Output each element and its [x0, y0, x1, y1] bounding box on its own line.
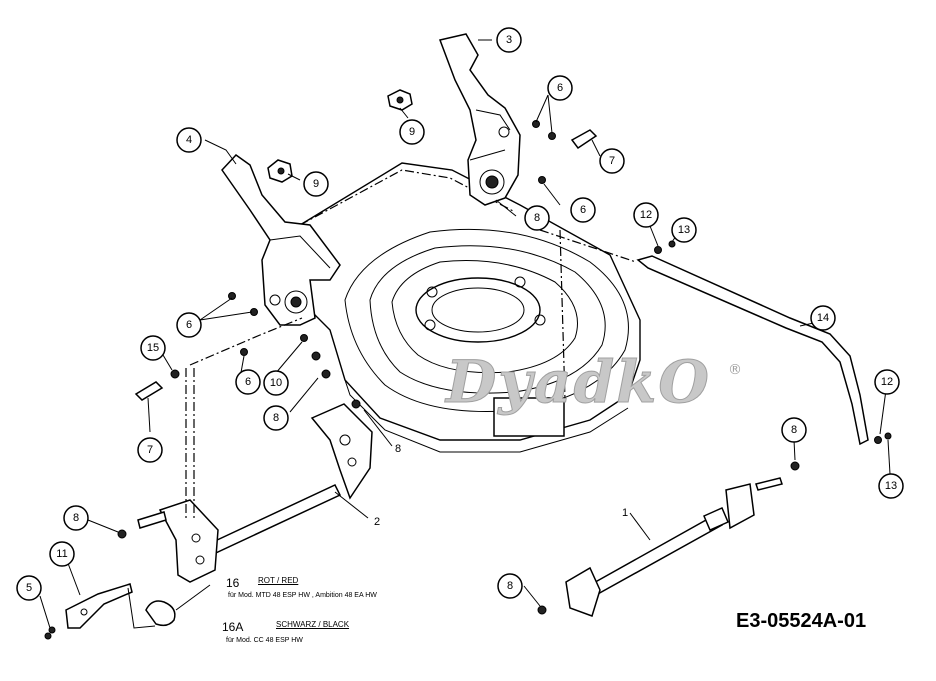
- watermark: DyadkO ®: [444, 348, 743, 417]
- callout-4: 4: [176, 127, 202, 153]
- callout-label: 6: [557, 82, 563, 94]
- knob-rear: [387, 89, 413, 111]
- callout-15: 15: [140, 335, 166, 361]
- callout-13: 13: [671, 217, 697, 243]
- callout-5: 5: [16, 575, 42, 601]
- callout-label: 13: [678, 224, 690, 236]
- legend-item-16a-number: 16A: [222, 620, 244, 634]
- callout-8: 8: [497, 573, 523, 599]
- callout-13: 13: [878, 473, 904, 499]
- callout-label: 1: [622, 507, 628, 519]
- callout-label: 8: [395, 443, 401, 455]
- knob-front: [267, 159, 293, 183]
- callout-12: 12: [633, 202, 659, 228]
- legend-item-16a-color: SCHWARZ / BLACK: [276, 620, 350, 629]
- callout-8-plain: 8: [395, 443, 401, 455]
- callout-8: 8: [781, 417, 807, 443]
- callout-6: 6: [235, 369, 261, 395]
- leader-lines: [39, 39, 891, 629]
- callout-label: 12: [881, 376, 893, 388]
- callout-7: 7: [137, 437, 163, 463]
- callout-label: 7: [609, 155, 615, 167]
- callout-8: 8: [63, 505, 89, 531]
- callout-1: 1: [622, 507, 628, 519]
- callout-6: 6: [547, 75, 573, 101]
- callout-label: 14: [817, 312, 829, 324]
- legend-item-16-note: für Mod. MTD 48 ESP HW , Ambition 48 EA …: [228, 592, 377, 599]
- callout-label: 6: [186, 319, 192, 331]
- callout-9: 9: [399, 119, 425, 145]
- callout-6: 6: [176, 312, 202, 338]
- callout-label: 8: [791, 424, 797, 436]
- callout-7: 7: [599, 148, 625, 174]
- callout-label: 8: [73, 512, 79, 524]
- callout-label: 15: [147, 342, 159, 354]
- callout-label: 3: [506, 34, 512, 46]
- adjustment-rod: [539, 229, 892, 446]
- hardware: [44, 120, 800, 640]
- rear-axle: [559, 229, 783, 617]
- callout-14: 14: [810, 305, 836, 331]
- callout-label: 11: [56, 548, 67, 560]
- callout-label: 12: [640, 209, 652, 221]
- callout-12: 12: [874, 369, 900, 395]
- callout-label: 8: [507, 580, 513, 592]
- front-height-adjuster: [221, 154, 341, 326]
- watermark-registered-mark: ®: [728, 362, 742, 378]
- callout-label: 9: [313, 178, 319, 190]
- mower-deck: [299, 162, 641, 453]
- callout-label: 4: [186, 134, 192, 146]
- callout-label: 5: [26, 582, 32, 594]
- legend-item-16a-note: für Mod. CC 48 ESP HW: [226, 637, 303, 644]
- callout-label: 13: [885, 480, 897, 492]
- legend-item-16-color: ROT / RED: [258, 576, 299, 585]
- callout-label: 10: [270, 377, 282, 389]
- callout-label: 6: [245, 376, 251, 388]
- callout-6: 6: [570, 197, 596, 223]
- callout-2: 2: [374, 516, 380, 528]
- callout-8: 8: [524, 205, 550, 231]
- callout-3: 3: [496, 27, 522, 53]
- callout-label: 8: [273, 412, 279, 424]
- legend-item-16-number: 16: [226, 576, 240, 590]
- callout-10: 10: [263, 370, 289, 396]
- callout-9: 9: [303, 171, 329, 197]
- watermark-text: DyadkO: [444, 348, 711, 416]
- callout-label: 9: [409, 126, 415, 138]
- callout-label: 6: [580, 204, 586, 216]
- callout-11: 11: [49, 541, 75, 567]
- callout-8: 8: [263, 405, 289, 431]
- front-axle: [137, 317, 373, 583]
- callout-label: 8: [534, 212, 540, 224]
- drawing-code: E3-05524A-01: [736, 610, 867, 632]
- callout-label: 7: [147, 444, 153, 456]
- lever: [65, 583, 176, 629]
- rear-height-adjuster: [438, 33, 521, 206]
- callout-label: 2: [374, 516, 380, 528]
